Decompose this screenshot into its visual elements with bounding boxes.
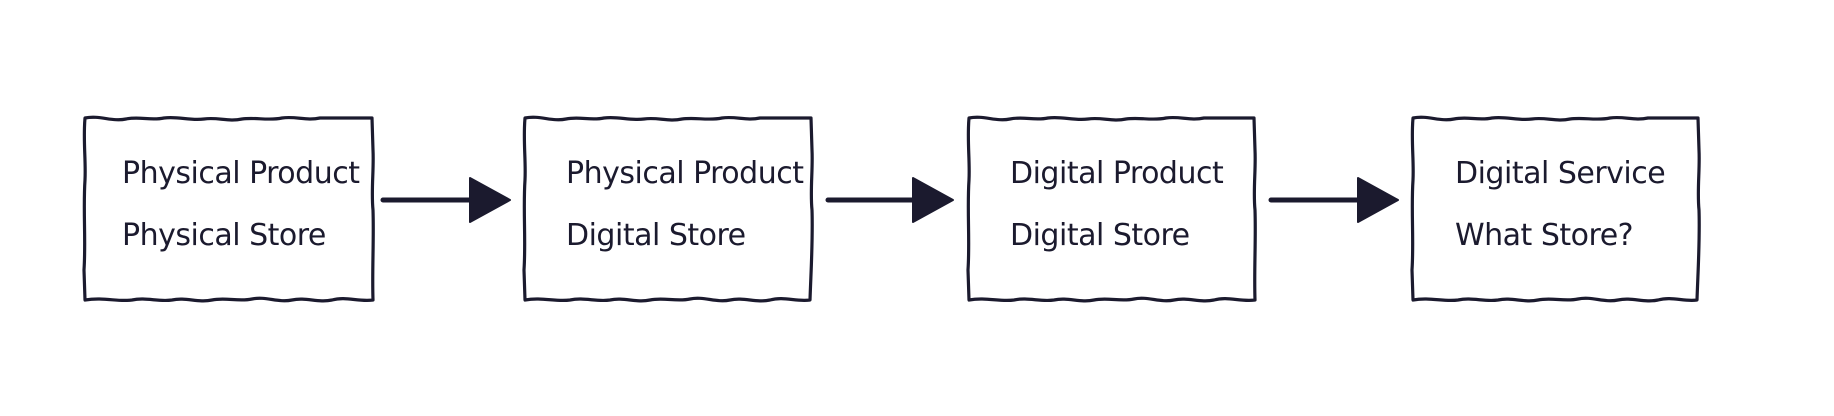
step-box-border	[1410, 115, 1701, 303]
step-box-digital-service-what-store: Digital Service What Store?	[1410, 115, 1701, 303]
arrow-connector	[380, 177, 511, 223]
step-line-1: Digital Service	[1455, 156, 1665, 191]
step-line-2: What Store?	[1455, 218, 1633, 253]
step-line-2: Digital Store	[1010, 218, 1190, 253]
step-box-physical-product-digital-store: Physical Product Digital Store	[522, 115, 814, 303]
step-box-border	[82, 115, 375, 303]
step-line-1: Physical Product	[566, 156, 804, 191]
step-line-1: Physical Product	[122, 156, 360, 191]
arrow-connector	[825, 177, 954, 223]
arrow-connector	[1268, 177, 1399, 223]
step-box-border	[966, 115, 1257, 303]
step-box-digital-product-digital-store: Digital Product Digital Store	[966, 115, 1257, 303]
step-line-2: Digital Store	[566, 218, 746, 253]
arrow-head	[1357, 177, 1399, 223]
step-line-1: Digital Product	[1010, 156, 1224, 191]
step-box-physical-product-physical-store: Physical Product Physical Store	[82, 115, 375, 303]
arrow-head	[469, 177, 511, 223]
step-line-2: Physical Store	[122, 218, 326, 253]
step-box-border	[522, 115, 814, 303]
arrow-head	[912, 177, 954, 223]
